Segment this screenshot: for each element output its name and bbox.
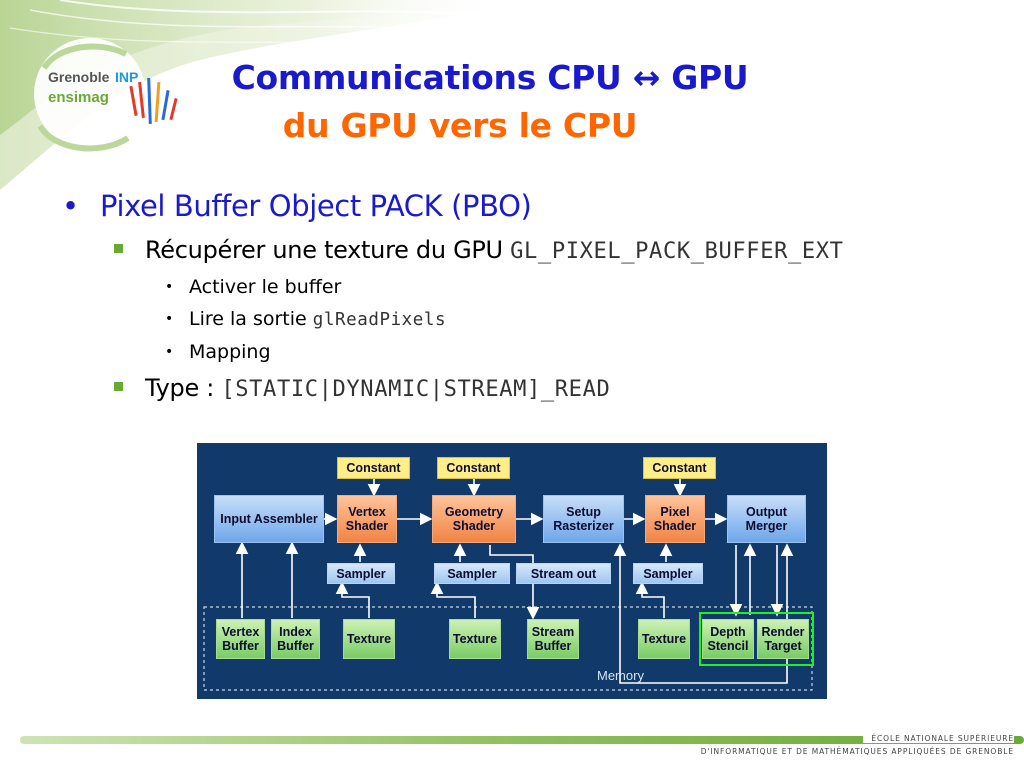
footer-school-line2: D'INFORMATIQUE ET DE MATHÉMATIQUES APPLI… [700, 747, 1014, 756]
header-swoosh-graphic [0, 0, 520, 190]
square-bullet-icon [114, 244, 123, 253]
bullet-level3-item: • Lire la sortie glReadPixels [165, 308, 446, 330]
constant-buffer: Constant [437, 457, 510, 479]
bullet-level3-item: • Activer le buffer [165, 276, 341, 298]
stage-output-merger: Output Merger [727, 495, 806, 543]
bullet-level3-text: Activer le buffer [189, 276, 342, 298]
stage-geometry-shader: Geometry Shader [432, 495, 516, 543]
svg-text:ensimag: ensimag [48, 89, 109, 106]
bullet-level3-text: Lire la sortie [189, 308, 313, 330]
footer-school-line1: ÉCOLE NATIONALE SUPÉRIEURE [863, 734, 1014, 743]
svg-text:Grenoble: Grenoble [48, 69, 110, 85]
bullet-level1-text: Pixel Buffer Object PACK (PBO) [100, 189, 532, 223]
bullet-dot-icon: • [165, 311, 174, 327]
svg-text:INP: INP [115, 69, 138, 85]
bullet-level2-code: GL_PIXEL_PACK_BUFFER_EXT [510, 239, 844, 264]
stage-pixel-shader: Pixel Shader [645, 495, 705, 543]
gpu-pipeline-diagram: Constant Constant Constant Input Assembl… [197, 443, 827, 699]
bullet-level2-text: Type : [145, 374, 222, 402]
memory-stream-buffer: Stream Buffer [527, 619, 579, 659]
sampler: Sampler [434, 563, 510, 584]
stream-out: Stream out [516, 563, 611, 584]
constant-buffer: Constant [643, 457, 716, 479]
grenoble-inp-ensimag-logo: Grenoble INP ensimag [28, 38, 198, 158]
stage-input-assembler: Input Assembler [214, 495, 324, 543]
square-bullet-icon [114, 382, 123, 391]
stage-setup-rasterizer: Setup Rasterizer [543, 495, 624, 543]
slide-title: Communications CPU ↔ GPU [231, 58, 749, 97]
sampler: Sampler [327, 563, 395, 584]
memory-depth-stencil: Depth Stencil [702, 619, 754, 659]
bullet-level3-item: • Mapping [165, 341, 271, 363]
memory-texture: Texture [638, 619, 690, 659]
memory-texture: Texture [343, 619, 395, 659]
bullet-level2-code: [STATIC|DYNAMIC|STREAM]_READ [221, 377, 611, 402]
pipeline-connectors [203, 479, 814, 691]
bullet-level3-text: Mapping [189, 341, 271, 363]
bullet-level2-text: Récupérer une texture du GPU [145, 236, 511, 264]
memory-vertex-buffer: Vertex Buffer [216, 619, 265, 659]
bullet-dot-icon: • [165, 344, 174, 360]
bullet-dot-icon: • [165, 279, 174, 295]
slide-subtitle: du GPU vers le CPU [282, 106, 638, 145]
memory-index-buffer: Index Buffer [271, 619, 320, 659]
memory-texture: Texture [449, 619, 501, 659]
bullet-level2-type: Type : [STATIC|DYNAMIC|STREAM]_READ [114, 374, 610, 402]
memory-label: Memory [597, 668, 644, 683]
sampler: Sampler [633, 563, 703, 584]
footer-bar-graphic [20, 736, 1024, 744]
bullet-dot-icon: • [62, 189, 79, 223]
constant-buffer: Constant [337, 457, 410, 479]
bullet-level1: • Pixel Buffer Object PACK (PBO) [62, 189, 532, 223]
stage-vertex-shader: Vertex Shader [337, 495, 397, 543]
bullet-level3-code: glReadPixels [312, 310, 447, 330]
memory-render-target: Render Target [757, 619, 809, 659]
bullet-level2-recuperer: Récupérer une texture du GPU GL_PIXEL_PA… [114, 236, 844, 264]
